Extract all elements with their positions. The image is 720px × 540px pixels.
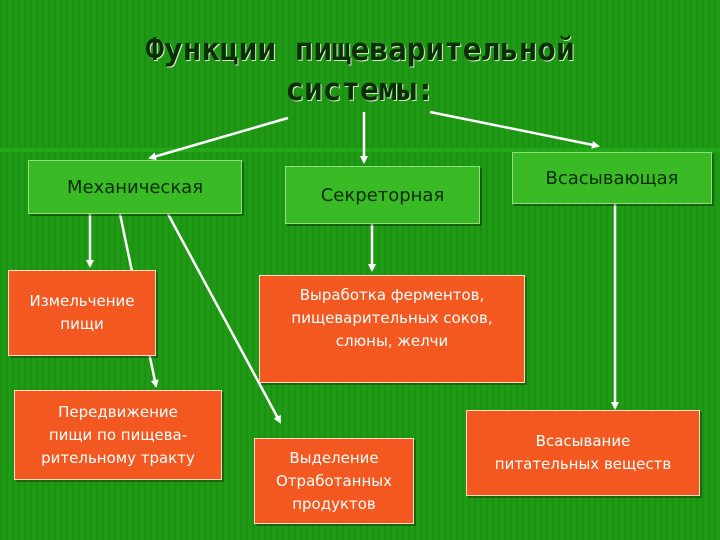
page-title: Функции пищеварительной системы:	[60, 30, 660, 110]
title-line-1: Функции пищеварительной	[145, 32, 575, 68]
movement-line-2: пищи по пищева-	[48, 425, 188, 444]
grinding-line-1: Измельчение	[29, 292, 135, 310]
secretory-function-box: Секреторная	[285, 166, 480, 224]
arrow-mechanical-to-excretion	[166, 213, 282, 424]
secretory-label: Секреторная	[320, 184, 445, 206]
grinding-line-2: пищи	[60, 315, 104, 333]
mechanical-function-box: Механическая	[28, 160, 242, 214]
arrow-title-to-absorptive	[429, 110, 600, 149]
excretion-line-3: продуктов	[292, 494, 376, 513]
excretion-line-1: Выделение	[289, 448, 379, 467]
movement-box: Передвижение пищи по пищева- рительному …	[14, 390, 222, 480]
enzymes-line-3: слюны, желчи	[335, 332, 449, 350]
arrow-title-to-mechanical	[148, 116, 289, 161]
background-band	[0, 148, 720, 152]
enzymes-line-1: Выработка ферментов,	[299, 286, 485, 304]
excretion-line-2: Отработанных	[276, 471, 392, 490]
absorptive-label: Всасывающая	[545, 167, 679, 189]
enzymes-line-2: пищеварительных соков,	[291, 309, 493, 327]
enzymes-box: Выработка ферментов, пищеварительных сок…	[259, 275, 525, 383]
mechanical-label: Механическая	[66, 176, 204, 198]
title-line-2: системы:	[285, 72, 435, 108]
movement-line-3: рительному тракту	[41, 448, 195, 467]
excretion-box: Выделение Отработанных продуктов	[254, 438, 414, 524]
absorptive-function-box: Всасывающая	[512, 152, 712, 204]
grinding-box: Измельчение пищи	[8, 270, 156, 356]
absorption-line-1: Всасывание	[535, 432, 631, 450]
absorption-line-2: питательных веществ	[494, 455, 672, 473]
movement-line-1: Передвижение	[58, 402, 178, 421]
absorption-box: Всасывание питательных веществ	[466, 410, 700, 496]
